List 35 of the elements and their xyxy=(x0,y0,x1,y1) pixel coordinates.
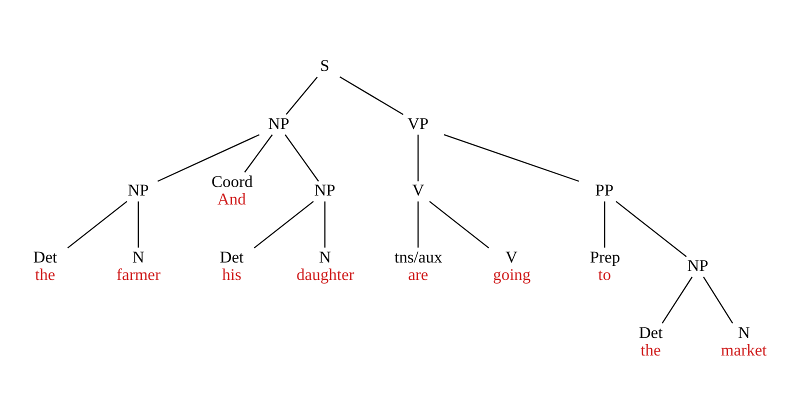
node-text: N market xyxy=(720,322,767,360)
connector xyxy=(340,76,404,116)
node-text: V going xyxy=(493,247,531,284)
connector xyxy=(157,134,260,182)
connector xyxy=(604,201,606,248)
node-text: Det the xyxy=(33,247,58,284)
node-text: PP xyxy=(595,180,614,200)
connector xyxy=(67,200,128,248)
node-text: tns/aux are xyxy=(394,247,442,284)
node-text: Det the xyxy=(638,322,663,360)
node-text: NP xyxy=(314,180,336,200)
node-text: VP xyxy=(407,114,429,133)
connector xyxy=(444,134,580,182)
connector xyxy=(254,200,314,248)
node-text: Coord And xyxy=(212,172,253,209)
connector xyxy=(286,76,318,115)
node-text: NP xyxy=(268,114,290,133)
node-text: NP xyxy=(687,256,708,276)
connector xyxy=(418,134,419,182)
node-text: N daughter xyxy=(296,247,354,284)
node-text: Det his xyxy=(220,247,244,284)
connector xyxy=(138,201,139,248)
connector xyxy=(662,276,693,324)
connector xyxy=(703,276,734,324)
node-text: V xyxy=(412,180,424,200)
node-text: S xyxy=(320,56,330,76)
connector xyxy=(429,200,490,248)
connector xyxy=(616,200,687,258)
node-text: Prep to xyxy=(590,247,620,284)
node-text: N farmer xyxy=(116,247,161,284)
connector xyxy=(284,134,319,182)
connector xyxy=(244,134,273,173)
node-text: NP xyxy=(128,180,149,200)
connector xyxy=(324,201,326,248)
connector xyxy=(418,201,419,248)
